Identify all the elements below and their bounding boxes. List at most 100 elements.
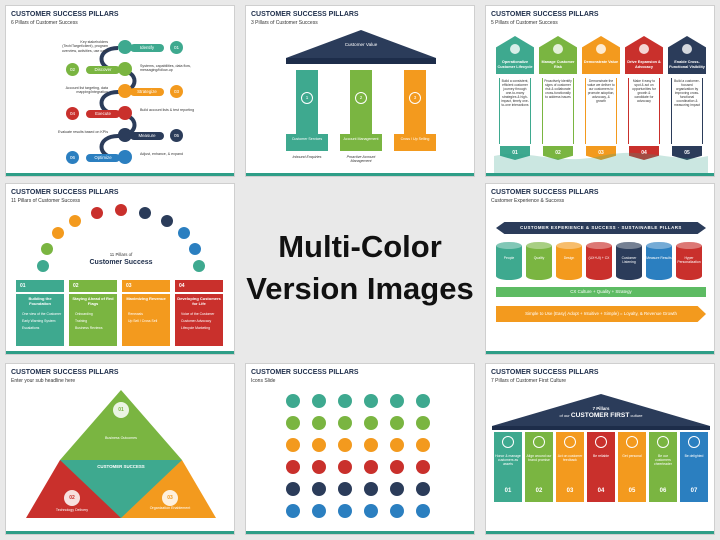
arc-icon-3 [51,227,64,240]
grid-icon [390,416,404,430]
pillar-7-number: 07 [690,488,698,494]
pillar-5-label: Enable Cross-Functional Visibility [669,60,705,69]
slide-title: CUSTOMER SUCCESS PILLARS [11,189,119,196]
step-06-icon [118,150,132,164]
slide-11-pillars[interactable]: CUSTOMER SUCCESS PILLARS 11 Pillars of C… [5,183,235,355]
slide-title: CUSTOMER SUCCESS PILLARS [251,369,359,376]
grid-icon [364,394,378,408]
box-2-item: Training [75,319,88,323]
pillar-4-label: Be reliable [592,454,610,458]
grid-icon [338,482,352,496]
pillar-1-number: 1 [301,92,313,104]
cylinder-4 [586,242,612,280]
top-number: 01 [118,407,124,413]
pillar-7-icon [688,436,700,448]
cylinder-2-label: Quality [533,256,545,260]
step-04-icon [118,106,132,120]
slide-title: CUSTOMER SUCCESS PILLARS [491,11,599,18]
slide-subtitle: 11 Pillars of Customer Success [11,198,81,204]
roof-big: CUSTOMER FIRST [570,412,630,419]
pillar-2-label: Align around our brand promise [526,454,552,463]
step-03-icon [118,84,132,98]
slide-icons[interactable]: CUSTOMER SUCCESS PILLARS Icons Slide [245,363,475,535]
step-04-desc: Build account lists & test reporting [140,108,195,112]
grid-icon [416,394,430,408]
step-03-pill: Strategize [130,88,164,96]
cylinder-2 [526,242,552,280]
center-label: CUSTOMER SUCCESS [97,464,145,469]
pillar-1-label: Operationalize Customer Lifecycle [497,60,533,69]
pillar-7-label: Be delighted [684,454,704,458]
step-02-pill: Discover [86,66,120,74]
grid-icon [286,504,300,518]
slide-subtitle: 6 Pillars of Customer Success [11,20,78,26]
slide-6-pillars[interactable]: CUSTOMER SUCCESS PILLARS 6 Pillars of Cu… [5,5,235,177]
pillar-5-number: 05 [628,488,636,494]
step-01-icon [118,40,132,54]
box-4-item: Customer Advocacy [181,319,212,323]
slide-footer-bar [246,531,474,534]
pillar-3-icon [564,436,576,448]
grid-icon [338,416,352,430]
pillar-1-number: 01 [500,146,530,160]
pillar-4-label: Drive Expansion & Advocacy [627,60,661,69]
headline-line-1: Multi-Color [278,229,442,264]
pillar-1-number: 01 [504,488,512,494]
pillar-4-icon [595,436,607,448]
cylinder-1-cap [496,242,522,249]
slide-triangle[interactable]: CUSTOMER SUCCESS PILLARS Enter your sub … [5,363,235,535]
step-02-desc: Systems, capabilities, data flow, messag… [140,64,191,73]
slide-footer-bar [486,351,714,354]
grid-icon [416,438,430,452]
banner: CUSTOMER EXPERIENCE & SUCCESS - SUSTAINA… [496,222,706,234]
cylinder-5-cap [616,242,642,249]
pillar-2-label: Account Management [340,134,382,151]
slide-title: CUSTOMER SUCCESS PILLARS [491,369,599,376]
pillar-2-label: Manage Customer Risk [541,60,575,69]
box-4-number: 04 [175,280,223,292]
cylinder-6-cap [646,242,672,249]
slide-title: CUSTOMER SUCCESS PILLARS [11,11,119,18]
slide-cx-success[interactable]: CUSTOMER SUCCESS PILLARS Customer Experi… [485,183,715,355]
slide-footer-bar [486,173,714,176]
pillar-1-icon [510,44,520,54]
step-01-desc: Key stakeholders (Tech/Target/client), p… [61,40,108,53]
slide-subtitle: 3 Pillars of Customer Success [251,20,318,26]
pillar-2-number: 02 [543,146,573,160]
step-05-icon [118,128,132,142]
pillar-5-label: Get personal [622,454,642,458]
grid-icon [364,438,378,452]
slide-7-pillars[interactable]: CUSTOMER SUCCESS PILLARS 7 Pillars of Cu… [485,363,715,535]
cylinder-4-label: (UX+UI) + CX [588,256,610,260]
arc-icon-4 [69,214,82,227]
cylinder-1 [496,242,522,280]
cylinder-6 [646,242,672,280]
slide-title: CUSTOMER SUCCESS PILLARS [251,11,359,18]
slide-title: CUSTOMER SUCCESS PILLARS [491,189,599,196]
box-3-item: Renewals [128,312,143,316]
pillar-4-number: 04 [629,146,659,160]
arc-icon-6 [115,204,127,216]
cylinder-3-label: Design [563,256,575,260]
arc-icon-10 [189,242,202,255]
roof-shape [492,394,710,430]
grid-icon [416,504,430,518]
box-4-label: Developing Customers for Life [177,296,221,306]
grid-icon [338,438,352,452]
step-05-desc: Evaluate results based on KPIs [58,130,108,134]
slide-5-pillars[interactable]: CUSTOMER SUCCESS PILLARS 5 Pillars of Cu… [485,5,715,177]
pillar-3-label: Cross / Up Selling [394,134,436,151]
slide-3-pillars[interactable]: CUSTOMER SUCCESS PILLARS 3 Pillars of Cu… [245,5,475,177]
cylinder-1-label: People [503,256,515,260]
step-01-pill: Identify [130,44,164,52]
cylinder-6-label: Measure Results [646,256,672,260]
box-3-item: Up Sell / Cross Sell [128,319,158,323]
grid-icon [312,438,326,452]
pillar-2-below: Proactive Account Management [346,155,376,164]
grid-icon [338,504,352,518]
pillar-2-icon [553,44,563,54]
slide-footer-bar [6,531,234,534]
center-small-label: 11 Pillars of [109,252,133,257]
